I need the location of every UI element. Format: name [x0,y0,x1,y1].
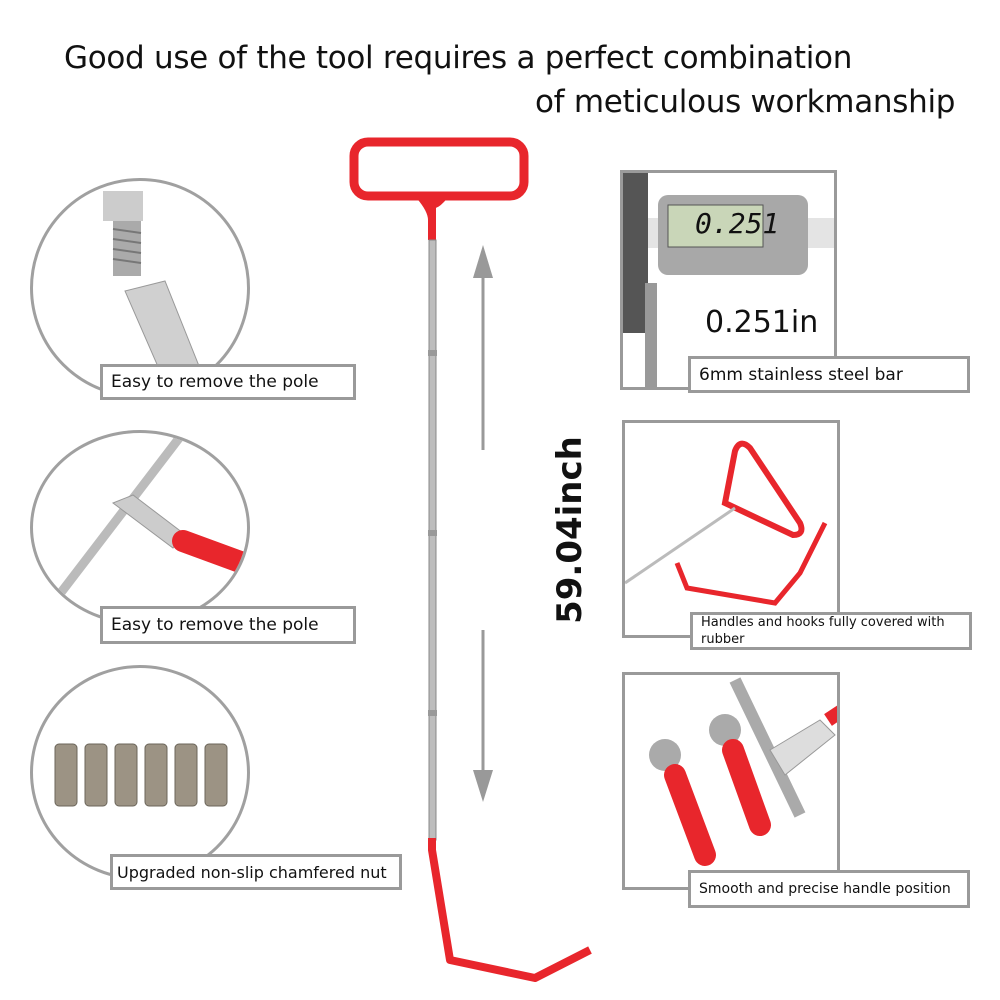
steel-rod [428,239,437,841]
pole-joint-circle [30,178,250,398]
headline-line1: Good use of the tool requires a perfect … [64,40,853,76]
feature-label-remove-pole-1: Easy to remove the pole [100,364,356,400]
length-label: 59.04inch [550,436,590,624]
feature-label-handle-position: Smooth and precise handle position [688,870,970,908]
feature-label-steel-bar: 6mm stainless steel bar [688,356,970,393]
feature-label-nut: Upgraded non-slip chamfered nut [110,854,402,890]
caliper-panel: 0.251 0.251in [620,170,837,390]
headline-line2: of meticulous workmanship [535,84,956,120]
wrench-circle [30,430,250,625]
tool-illustration [349,137,592,982]
hook [428,838,592,982]
nuts-circle [30,665,250,880]
caliper-reading: 0.251 [695,207,780,240]
measurement-text: 0.251in [705,305,819,340]
rubber-panel [622,420,840,638]
feature-label-remove-pole-2: Easy to remove the pole [100,606,356,644]
handle-position-panel [622,672,840,890]
feature-label-rubber: Handles and hooks fully covered with rub… [690,612,972,650]
t-handle [349,137,529,201]
